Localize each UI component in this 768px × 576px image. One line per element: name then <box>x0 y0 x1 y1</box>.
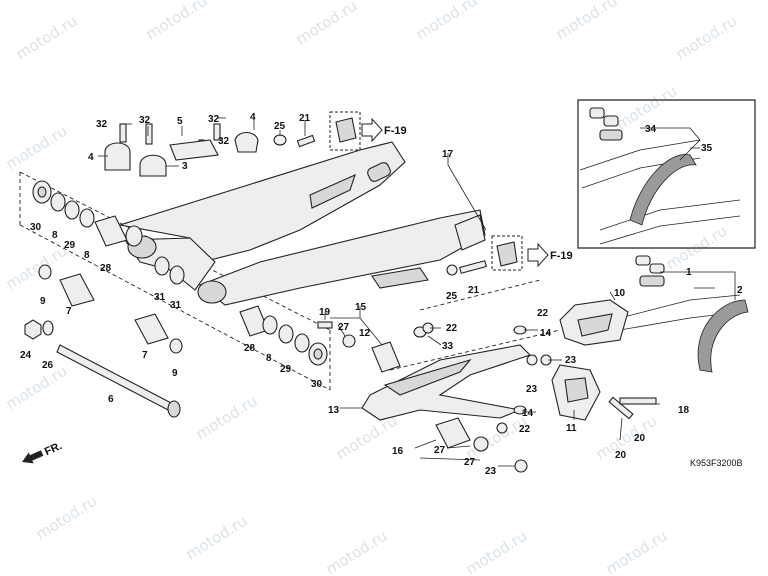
callout-23: 23 <box>485 466 497 477</box>
callout-27: 27 <box>434 445 446 456</box>
callout-6: 6 <box>108 394 114 405</box>
hose-clamps <box>104 131 259 177</box>
watermark: motod.ru <box>413 0 481 43</box>
watermark: motod.ru <box>183 512 251 564</box>
callout-4: 4 <box>250 112 256 123</box>
watermark: motod.ru <box>3 242 71 294</box>
callout-22: 22 <box>446 323 458 334</box>
watermark: motod.ru <box>463 412 531 464</box>
callout-21: 21 <box>299 113 311 124</box>
drive-chain <box>619 255 749 373</box>
callout-32: 32 <box>96 119 108 130</box>
callout-32: 32 <box>218 136 230 147</box>
callout-22: 22 <box>519 424 531 435</box>
bearings-and-washers <box>32 134 528 473</box>
callout-14: 14 <box>522 408 534 419</box>
callout-1: 1 <box>686 267 692 278</box>
watermark: motod.ru <box>143 0 211 43</box>
section-ref-label: F-19 <box>384 125 407 137</box>
callout-3: 3 <box>182 161 188 172</box>
callout-30: 30 <box>30 222 42 233</box>
callout-4: 4 <box>88 152 94 163</box>
callout-9: 9 <box>172 368 178 379</box>
callout-35: 35 <box>701 143 713 154</box>
callout-18: 18 <box>678 405 690 416</box>
callout-9: 9 <box>40 296 46 307</box>
callout-20: 20 <box>615 450 627 461</box>
pivot-shaft <box>56 344 181 418</box>
callout-2: 2 <box>737 285 743 296</box>
watermark: motod.ru <box>333 412 401 464</box>
swingarm <box>119 141 486 306</box>
callout-31: 31 <box>154 292 166 303</box>
callout-numbers: 1 2 3 4 4 5 6 7 7 8 8 8 9 9 10 11 12 13 … <box>20 112 743 477</box>
callout-12: 12 <box>359 328 371 339</box>
diagram-code: K953F3200B <box>690 458 743 468</box>
callout-23: 23 <box>565 355 577 366</box>
callout-29: 29 <box>64 240 76 251</box>
callout-20: 20 <box>634 433 646 444</box>
callout-16: 16 <box>392 446 404 457</box>
chain-slider <box>361 344 532 421</box>
callout-31: 31 <box>170 300 182 311</box>
callout-30: 30 <box>311 379 323 390</box>
leader-lines <box>98 117 736 467</box>
front-label: FR. <box>43 440 64 458</box>
callout-22: 22 <box>537 308 549 319</box>
callout-15: 15 <box>355 302 367 313</box>
callout-25: 25 <box>274 121 286 132</box>
callout-28: 28 <box>244 343 256 354</box>
callout-11: 11 <box>566 423 577 434</box>
watermark: motod.ru <box>3 122 71 174</box>
callout-7: 7 <box>66 306 72 317</box>
chain-joint <box>589 107 623 141</box>
callout-8: 8 <box>84 250 90 261</box>
callout-27: 27 <box>464 457 476 468</box>
callout-14: 14 <box>540 328 552 339</box>
section-ref-upper: F-19 <box>329 111 407 151</box>
watermark: motod.ru <box>3 362 71 414</box>
callout-32: 32 <box>139 115 151 126</box>
callout-17: 17 <box>442 149 454 160</box>
watermark: motod.ru <box>463 527 531 576</box>
watermark: motod.ru <box>673 12 741 64</box>
callout-7: 7 <box>142 350 148 361</box>
watermark: motod.ru <box>33 492 101 544</box>
callout-34: 34 <box>645 124 657 135</box>
watermark: motod.ru <box>323 527 391 576</box>
chain-guide <box>551 299 629 421</box>
callout-32: 32 <box>208 114 220 125</box>
callout-33: 33 <box>442 341 454 352</box>
callout-13: 13 <box>328 405 340 416</box>
watermark-layer: motod.ru motod.ru motod.ru motod.ru moto… <box>3 0 741 576</box>
callout-8: 8 <box>266 353 272 364</box>
watermark: motod.ru <box>593 412 661 464</box>
watermark: motod.ru <box>553 0 621 43</box>
front-arrow-icon <box>22 450 44 464</box>
callout-24: 24 <box>20 350 32 361</box>
callout-8: 8 <box>52 230 58 241</box>
callout-29: 29 <box>280 364 292 375</box>
callout-28: 28 <box>100 263 112 274</box>
callout-27: 27 <box>338 322 350 333</box>
callout-21: 21 <box>468 285 480 296</box>
callout-25: 25 <box>446 291 458 302</box>
watermark: motod.ru <box>193 392 261 444</box>
callout-23: 23 <box>526 384 538 395</box>
reference-lines <box>19 171 561 391</box>
callout-19: 19 <box>319 307 331 318</box>
callout-26: 26 <box>42 360 54 371</box>
callout-10: 10 <box>614 288 626 299</box>
section-ref-lower: F-19 <box>491 235 573 271</box>
front-direction-indicator: FR. <box>22 440 64 464</box>
fasteners <box>24 123 657 434</box>
watermark: motod.ru <box>603 527 671 576</box>
callout-5: 5 <box>177 116 183 127</box>
watermark: motod.ru <box>13 12 81 64</box>
watermark: motod.ru <box>293 0 361 48</box>
chain-inset <box>577 99 756 249</box>
section-ref-label: F-19 <box>550 250 573 262</box>
